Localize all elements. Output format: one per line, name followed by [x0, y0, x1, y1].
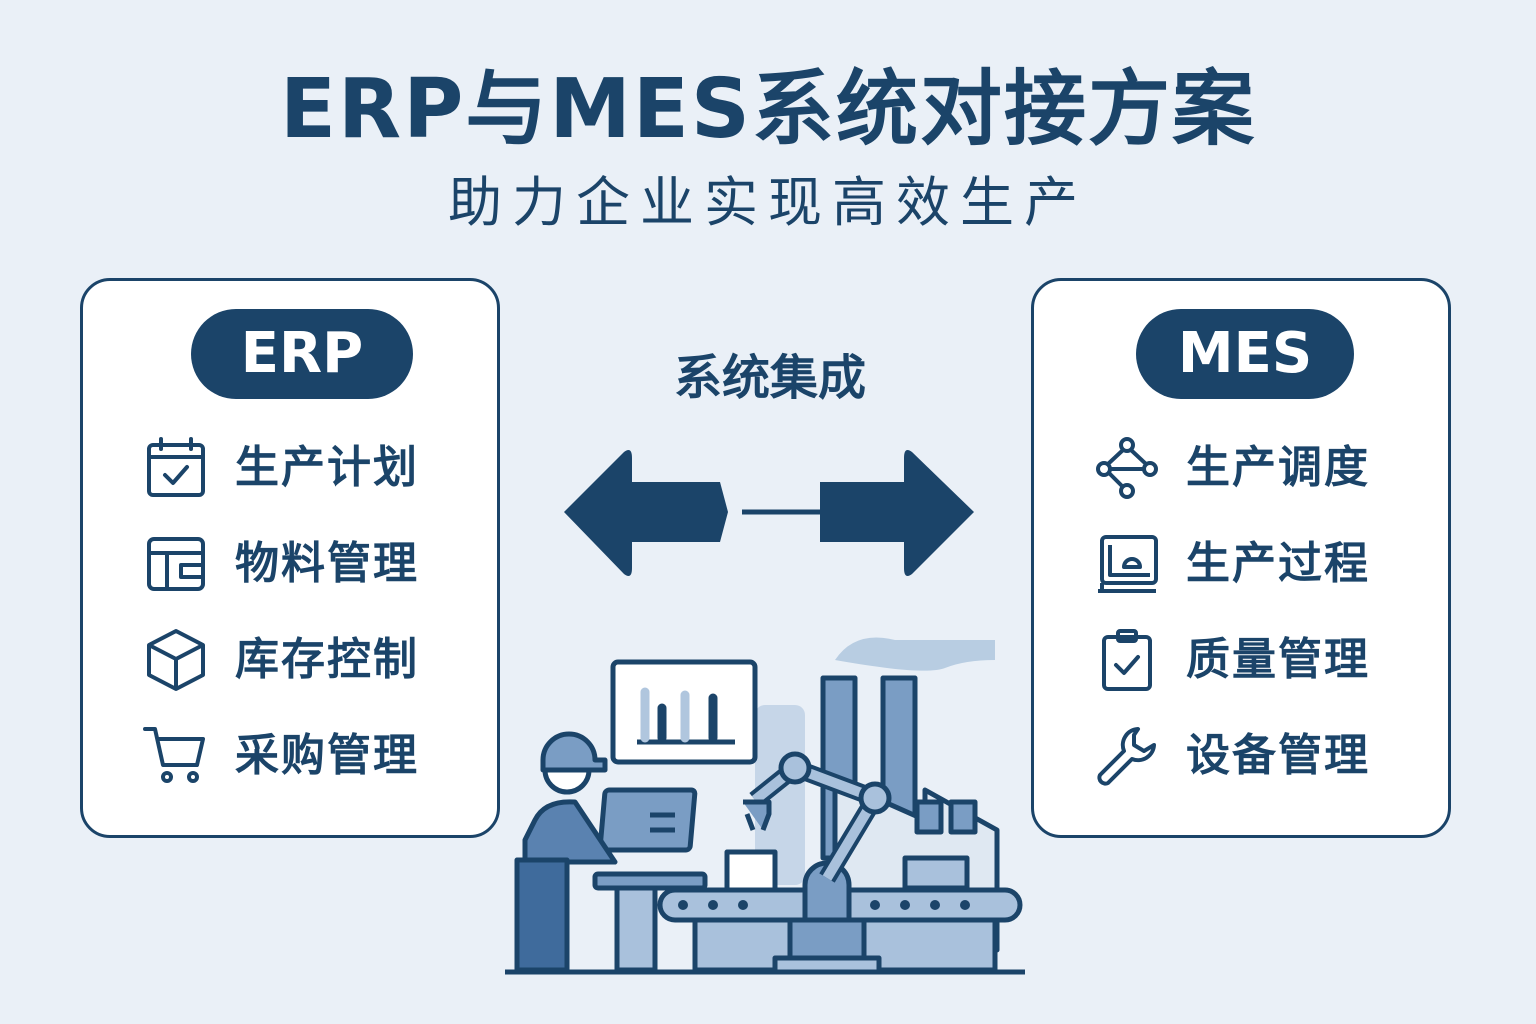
box-icon — [147, 629, 205, 691]
mes-item-label: 设备管理 — [1186, 730, 1370, 781]
shopping-cart-icon — [143, 727, 205, 783]
integration-label: 系统集成 — [673, 350, 866, 406]
network-nodes-icon — [1096, 437, 1158, 499]
wrench-icon — [1097, 727, 1156, 786]
erp-item-label: 生产计划 — [235, 442, 419, 493]
mes-item-process: 生产过程 — [1094, 529, 1434, 599]
erp-item-label: 库存控制 — [235, 634, 419, 685]
erp-item-purchasing: 采购管理 — [143, 721, 483, 791]
smoke — [835, 637, 995, 671]
bidirectional-arrow-icon — [564, 450, 974, 576]
page-subtitle: 助力企业实现高效生产 — [448, 171, 1088, 234]
erp-badge: ERP — [191, 309, 413, 399]
process-monitor-icon — [1098, 535, 1158, 593]
mes-item-equipment: 设备管理 — [1094, 721, 1434, 791]
factory-illustration — [505, 637, 1025, 975]
calendar-check-icon — [147, 437, 205, 497]
computer-monitor — [597, 787, 698, 853]
erp-item-label: 物料管理 — [235, 538, 419, 589]
mes-badge: MES — [1136, 309, 1354, 399]
page-title: ERP与MES系统对接方案 — [280, 62, 1256, 157]
erp-item-production-plan: 生产计划 — [143, 433, 483, 503]
chair — [514, 857, 570, 973]
clipboard-check-icon — [1102, 629, 1152, 691]
mes-item-label: 质量管理 — [1186, 634, 1370, 685]
package-box — [724, 849, 778, 893]
erp-item-materials: 物料管理 — [143, 529, 483, 599]
erp-item-inventory: 库存控制 — [143, 625, 483, 695]
mes-item-label: 生产过程 — [1186, 538, 1370, 589]
erp-item-label: 采购管理 — [235, 730, 419, 781]
mes-item-label: 生产调度 — [1186, 442, 1370, 493]
erp-panel: ERP 生产计划 物料管理 库存控制 采购管理 — [80, 278, 500, 838]
left-arrow — [564, 450, 728, 576]
mes-item-scheduling: 生产调度 — [1094, 433, 1434, 503]
hard-hat — [540, 731, 608, 773]
materials-icon — [147, 537, 205, 591]
right-arrow — [820, 450, 974, 576]
mes-item-quality: 质量管理 — [1094, 625, 1434, 695]
mes-panel: MES 生产调度 生产过程 质量管理 设备管理 — [1031, 278, 1451, 838]
